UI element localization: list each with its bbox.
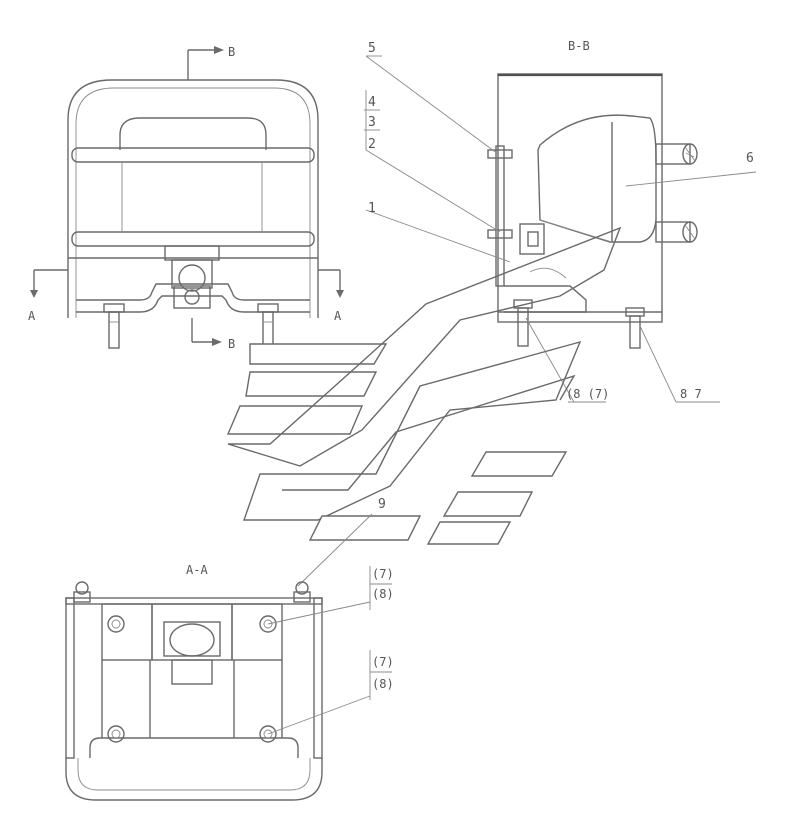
callout-4: 4 [368, 95, 376, 110]
callout-7b: (7) [372, 655, 394, 669]
callout-8-7-b: (8 (7) [566, 387, 609, 401]
label-section-aa: A-A [186, 563, 208, 577]
label-a-left: A [28, 309, 36, 323]
callout-7a: (7) [372, 567, 394, 581]
callout-1: 1 [368, 201, 376, 216]
label-b-top: B [228, 45, 235, 59]
label-a-right: A [334, 309, 342, 323]
watermark-logo: 9 [226, 226, 622, 587]
callout-3: 3 [368, 115, 376, 130]
callout-2: 2 [368, 137, 376, 152]
callout-8-7: 8 7 [680, 387, 702, 401]
section-a-a: A-A (7) (8) ( [65, 563, 394, 801]
label-b-bottom: B [228, 337, 235, 351]
front-view: B A A [28, 45, 344, 351]
callout-8a: (8) [372, 587, 394, 601]
section-b-b: B-B [364, 39, 757, 403]
callout-9: 9 [378, 497, 386, 512]
callout-5: 5 [368, 41, 376, 56]
callout-8b: (8) [372, 677, 394, 691]
callout-6: 6 [746, 151, 754, 166]
label-section-bb: B-B [568, 39, 590, 53]
